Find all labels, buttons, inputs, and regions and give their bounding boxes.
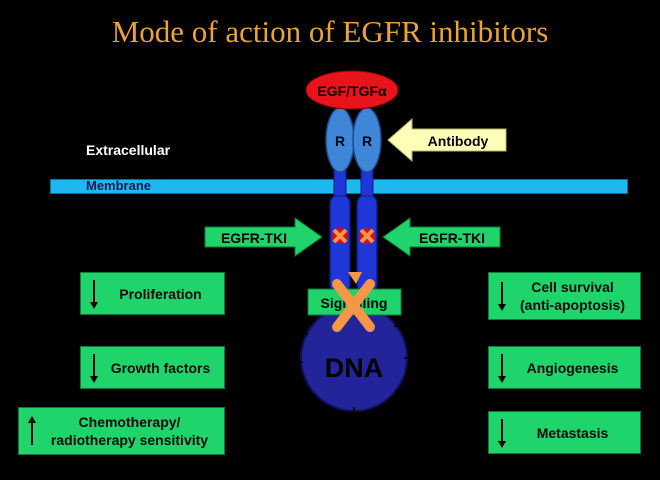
effect-label-line-2: (anti-apoptosis) <box>520 297 625 313</box>
effect-label: Metastasis <box>536 424 609 441</box>
effect-label-group: Cell survival (anti-apoptosis) <box>509 278 640 314</box>
down-arrow-icon <box>495 412 509 453</box>
membrane-label: Membrane <box>86 178 152 193</box>
down-arrow-icon <box>87 347 101 388</box>
signalling-block-cross <box>332 272 375 332</box>
receptor-transmembrane-right <box>360 169 374 197</box>
effect-label-group: Chemotherapy/ radiotherapy sensitivity <box>39 413 224 449</box>
effect-metastasis: Metastasis <box>488 411 641 454</box>
down-arrow-icon <box>87 273 101 314</box>
tki-arrow-right: EGFR-TKI <box>382 217 501 257</box>
effect-label-line-1: Chemotherapy/ <box>78 414 181 430</box>
page-title: Mode of action of EGFR inhibitors <box>111 14 549 49</box>
receptor-right: R <box>352 107 382 173</box>
effect-angiogenesis: Angiogenesis <box>488 346 641 389</box>
effect-label: Proliferation <box>119 285 202 302</box>
receptor-label-right: R <box>362 133 372 149</box>
effect-cell-survival: Cell survival (anti-apoptosis) <box>488 272 641 320</box>
receptor-transmembrane-left <box>333 169 347 197</box>
up-arrow-icon <box>25 408 39 454</box>
effect-label: Growth factors <box>110 359 211 376</box>
kinase-block-mark-left <box>332 228 348 244</box>
ligand-label: EGF/TGFα <box>317 83 387 99</box>
down-arrow-icon <box>495 347 509 388</box>
effect-label: Angiogenesis <box>526 359 619 376</box>
tki-label-right: EGFR-TKI <box>419 230 485 246</box>
receptor-label-left: R <box>335 133 345 149</box>
receptor-left: R <box>325 107 355 173</box>
antibody-arrow: Antibody <box>387 117 507 163</box>
tki-label-left: EGFR-TKI <box>221 230 287 246</box>
down-arrow-icon <box>495 273 509 319</box>
effect-growth-factors: Growth factors <box>80 346 225 389</box>
kinase-block-mark-right <box>359 228 375 244</box>
effect-chemo-radio-sensitivity: Chemotherapy/ radiotherapy sensitivity <box>18 407 225 455</box>
dna-label: DNA <box>325 353 384 383</box>
ligand-egf-tgf: EGF/TGFα <box>305 70 399 110</box>
effect-label-line-1: Cell survival <box>531 279 614 295</box>
effect-proliferation: Proliferation <box>80 272 225 315</box>
tki-arrow-left: EGFR-TKI <box>204 217 323 257</box>
dna-nucleus: DNA <box>294 304 412 413</box>
antibody-label: Antibody <box>428 133 489 149</box>
effect-label-line-2: radiotherapy sensitivity <box>50 432 209 448</box>
extracellular-label: Extracellular <box>86 142 171 158</box>
